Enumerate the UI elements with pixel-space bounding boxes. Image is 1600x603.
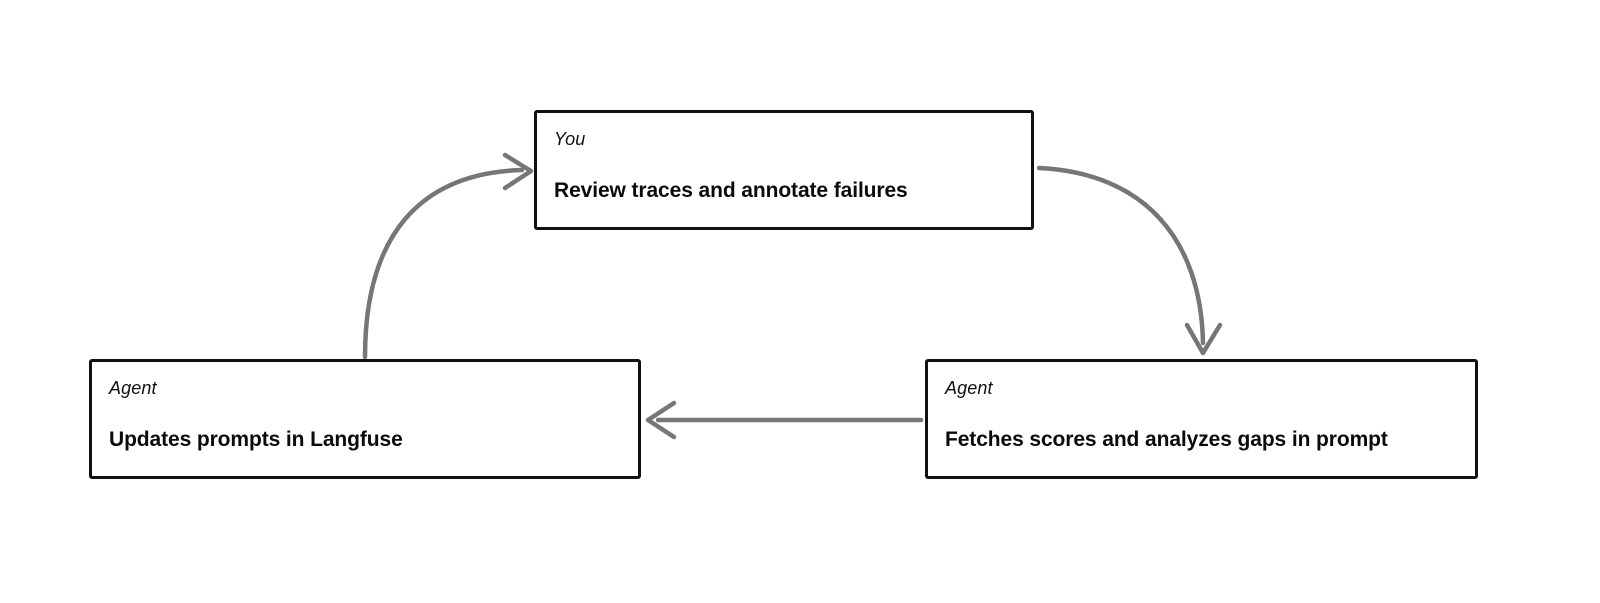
- node-role-label: Agent: [945, 378, 993, 398]
- node-title-label: Fetches scores and analyzes gaps in prom…: [945, 428, 1388, 451]
- edge-you-to-fetch: [1036, 165, 1223, 356]
- node-agent-update[interactable]: Agent Updates prompts in Langfuse: [89, 359, 641, 479]
- node-you-review[interactable]: You Review traces and annotate failures: [534, 110, 1034, 230]
- node-title-label: Updates prompts in Langfuse: [109, 428, 403, 451]
- node-agent-fetch[interactable]: Agent Fetches scores and analyzes gaps i…: [925, 359, 1478, 479]
- edge-fetch-to-update: [645, 400, 924, 440]
- node-title-label: Review traces and annotate failures: [554, 179, 908, 202]
- edge-update-to-you: [362, 152, 534, 360]
- node-role-label: You: [554, 129, 586, 149]
- node-role-label: Agent: [109, 378, 157, 398]
